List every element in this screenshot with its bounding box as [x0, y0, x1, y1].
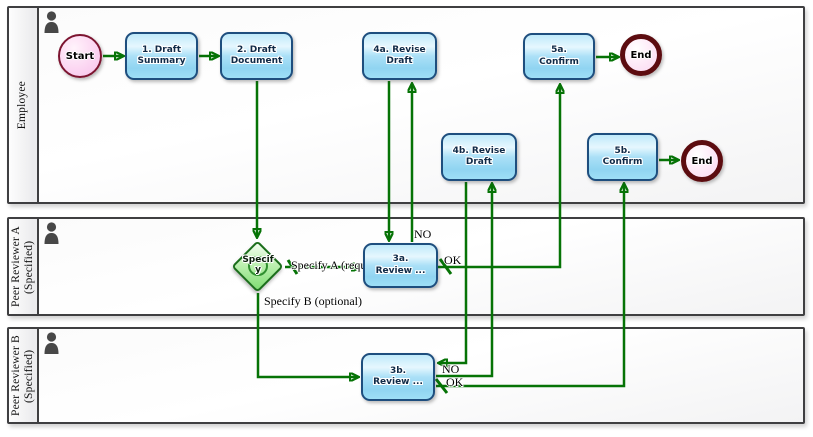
flow-label-ok-3b: OK	[446, 375, 464, 389]
task-4b-revise-draft[interactable]: 4b. Revise Draft	[441, 133, 517, 181]
gateway-label-line: Specif	[242, 255, 274, 265]
end-event-a[interactable]: End	[620, 34, 662, 76]
task-label-line: Draft	[386, 56, 413, 66]
task-label-line: Summary	[137, 56, 186, 66]
lane-peer-reviewer-b-header: Peer Reviewer B (Specified)	[9, 329, 39, 422]
lane-employee-title: Employee	[16, 80, 29, 130]
task-label-line: Review ...	[373, 377, 423, 387]
task-5b-confirm[interactable]: 5b. Confirm	[587, 133, 658, 181]
start-event-label: Start	[65, 50, 95, 62]
lane-employee-header: Employee	[9, 8, 39, 202]
lane-peer-reviewer-a-title: Peer Reviewer A (Specified)	[9, 226, 35, 307]
task-label-line: Confirm	[602, 157, 643, 167]
end-event-label: End	[630, 49, 652, 61]
end-event-label: End	[691, 155, 713, 167]
task-label-line: 3a.	[392, 254, 409, 265]
task-label-line: 1. Draft	[141, 44, 181, 55]
person-icon	[44, 222, 59, 244]
task-label-line: Confirm	[539, 56, 579, 67]
gateway-inner-circle-icon	[248, 256, 268, 276]
task-label-line: 2. Draft	[236, 44, 276, 55]
end-event-b[interactable]: End	[681, 140, 723, 182]
gateway-label: Specif y	[236, 255, 280, 276]
task-3a-review[interactable]: 3a. Review ...	[363, 243, 438, 288]
task-label-line: Review ...	[375, 265, 426, 276]
task-label-line: 5a.	[551, 45, 567, 56]
start-event[interactable]: Start	[58, 34, 102, 78]
person-icon	[44, 11, 59, 33]
task-3b-review[interactable]: 3b. Review ...	[361, 353, 435, 401]
task-4a-revise-draft[interactable]: 4a. Revise Draft	[362, 32, 437, 80]
task-label-line: Document	[230, 56, 283, 66]
lane-peer-reviewer-b-title: Peer Reviewer B (Specified)	[9, 335, 35, 416]
flow-label-no-3a: NO	[414, 227, 432, 241]
person-icon	[44, 332, 59, 354]
lane-peer-reviewer-a-header: Peer Reviewer A (Specified)	[9, 219, 39, 314]
task-2-draft-document[interactable]: 2. Draft Document	[220, 32, 293, 80]
task-label-line: 5b.	[614, 145, 631, 156]
flow-label-specify-b: Specify B (optional)	[264, 294, 362, 308]
task-1-draft-summary[interactable]: 1. Draft Summary	[125, 32, 198, 80]
task-label-line: 4a. Revise	[373, 44, 426, 55]
task-label-line: 4b. Revise	[452, 145, 506, 156]
flow-label-ok-3a: OK	[444, 253, 462, 267]
gateway-label-line: y	[255, 264, 261, 275]
task-label-line: Draft	[465, 157, 493, 167]
task-5a-confirm[interactable]: 5a. Confirm	[523, 33, 595, 80]
task-label-line: 3b.	[389, 365, 407, 376]
